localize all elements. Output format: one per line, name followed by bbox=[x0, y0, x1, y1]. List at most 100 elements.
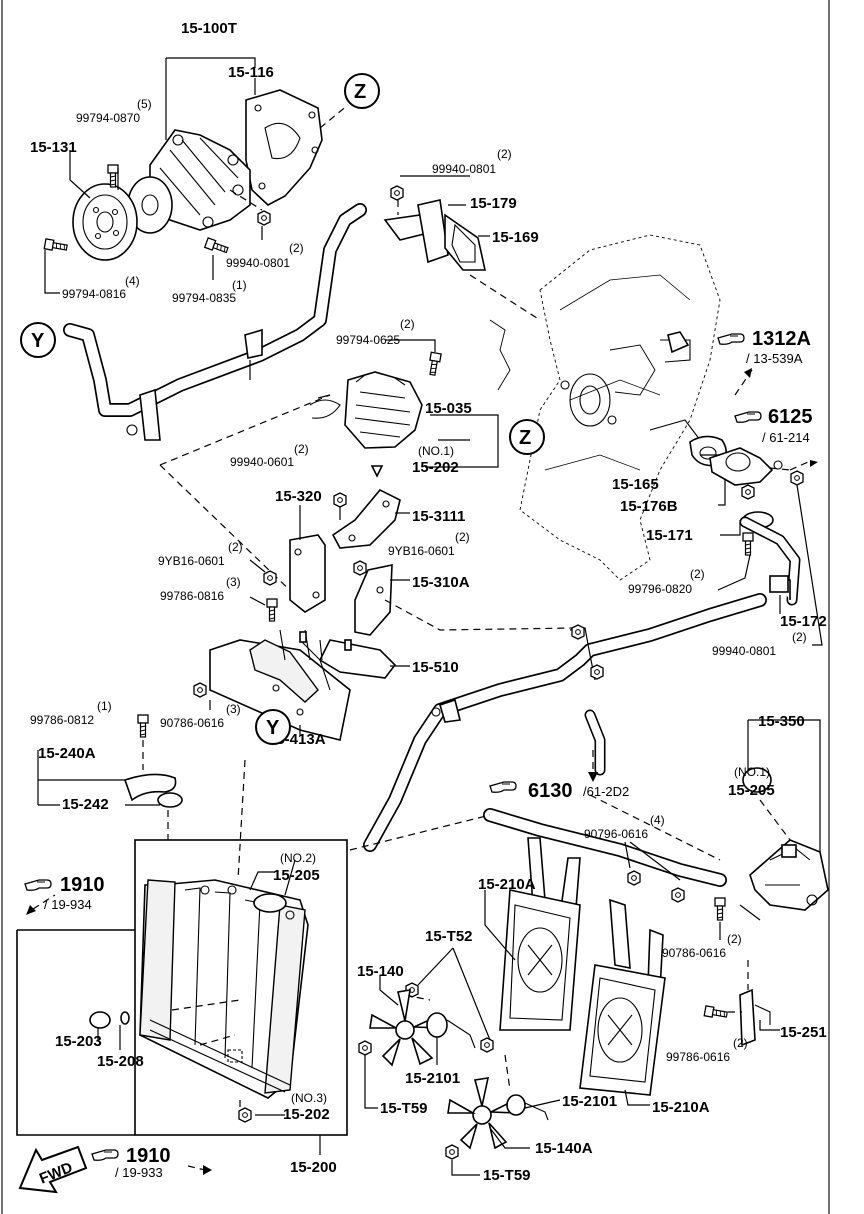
water-outlet-group bbox=[383, 175, 541, 321]
fan-shroud-bolts bbox=[624, 841, 685, 903]
label-99940-0801-a: 99940-0801 bbox=[432, 162, 496, 176]
qty-15-205-no1: (NO.1) bbox=[734, 765, 770, 779]
label-15-169: 15-169 bbox=[492, 229, 539, 246]
ref-1910-upper: 1910 / 19-934 bbox=[24, 874, 105, 915]
drain-hose-group bbox=[37, 714, 183, 840]
callout-y-radiator: Y bbox=[255, 709, 291, 745]
label-15-T59-lower: 15-T59 bbox=[483, 1167, 531, 1184]
label-15-2101-lower: 15-2101 bbox=[562, 1093, 617, 1110]
label-15-140: 15-140 bbox=[357, 963, 404, 980]
shroud-15-210A-lower bbox=[579, 964, 666, 1096]
coolant-reservoir-group bbox=[714, 719, 829, 940]
label-15-205-no2: 15-205 bbox=[273, 867, 320, 884]
label-15-350: 15-350 bbox=[758, 713, 805, 730]
water-inlet-group bbox=[689, 435, 823, 646]
qty-99940-0801-c: (2) bbox=[792, 630, 807, 644]
drain-plug-15-203 bbox=[89, 1011, 111, 1029]
bypass-pipe-upper bbox=[63, 203, 367, 441]
label-15-251: 15-251 bbox=[780, 1024, 827, 1041]
label-15-171: 15-171 bbox=[646, 527, 693, 544]
fan-assembly-upper bbox=[358, 947, 494, 1109]
label-15-140A: 15-140A bbox=[535, 1140, 593, 1157]
fan-assembly-lower bbox=[445, 1054, 561, 1176]
label-15-210A-lower: 15-210A bbox=[652, 1099, 710, 1116]
label-99794-0816: 99794-0816 bbox=[62, 287, 126, 301]
svg-text:/ 19-933: / 19-933 bbox=[115, 1165, 163, 1180]
water-pump-gasket bbox=[245, 89, 323, 206]
qty-99786-0616: (2) bbox=[733, 1036, 748, 1050]
radiator-box bbox=[134, 839, 348, 1136]
qty-99794-0816: (4) bbox=[125, 274, 140, 288]
label-99786-0812: 99786-0812 bbox=[30, 713, 94, 727]
svg-text:/ 19-934: / 19-934 bbox=[44, 897, 92, 912]
label-90796-0616: 90796-0616 bbox=[584, 827, 648, 841]
label-99794-0835: 99794-0835 bbox=[172, 291, 236, 305]
label-15-3111: 15-3111 bbox=[412, 508, 465, 525]
qty-99794-0835: (1) bbox=[232, 278, 247, 292]
radiator-group bbox=[89, 859, 309, 1123]
label-15-202-no3: 15-202 bbox=[283, 1106, 330, 1123]
label-9YB16-0601-b: 9YB16-0601 bbox=[388, 544, 455, 558]
leader-15-100T bbox=[166, 57, 256, 68]
o-ring-15-208 bbox=[120, 1011, 130, 1025]
water-inlet-15-176B bbox=[709, 447, 774, 486]
ref-1312A: 1312A / 13-539A bbox=[667, 328, 811, 396]
label-15-242: 15-242 bbox=[62, 796, 109, 813]
svg-text:Z: Z bbox=[354, 81, 366, 103]
svg-text:/ 13-539A: / 13-539A bbox=[746, 351, 803, 366]
label-99794-0625: 99794-0625 bbox=[336, 333, 400, 347]
water-pump-group bbox=[43, 57, 349, 294]
label-15-240A: 15-240A bbox=[38, 745, 96, 762]
fwd-arrow: FWD bbox=[18, 1145, 88, 1194]
radiator-cap-15-205 bbox=[253, 893, 287, 913]
label-15-100T: 15-100T bbox=[181, 20, 237, 37]
qty-99940-0601: (2) bbox=[294, 442, 309, 456]
bracket-15-251 bbox=[739, 988, 756, 1047]
label-9YB16-0601-a: 9YB16-0601 bbox=[158, 554, 225, 568]
svg-text:1312A: 1312A bbox=[752, 328, 811, 350]
label-90786-0616-b: 90786-0616 bbox=[662, 946, 726, 960]
qty-90786-0616-b: (2) bbox=[727, 932, 742, 946]
engine-block-outline bbox=[489, 234, 721, 581]
svg-text:/61-2D2: /61-2D2 bbox=[583, 784, 629, 799]
label-15-179: 15-179 bbox=[470, 195, 517, 212]
bracket-15-510 bbox=[318, 639, 397, 679]
svg-text:Y: Y bbox=[266, 717, 280, 739]
qty-9YB16-0601-a: (2) bbox=[228, 540, 243, 554]
bracket-15-413A bbox=[209, 639, 351, 741]
label-15-310A: 15-310A bbox=[412, 574, 470, 591]
callout-z-middle: Z bbox=[509, 419, 545, 455]
qty-9YB16-0601-b: (2) bbox=[455, 530, 470, 544]
label-99786-0816-a: 99786-0816 bbox=[160, 589, 224, 603]
label-99940-0801-b: 99940-0801 bbox=[226, 256, 290, 270]
label-15-510: 15-510 bbox=[412, 659, 459, 676]
reservoir-cap-15-205 bbox=[742, 767, 772, 793]
fan-shroud-right bbox=[579, 898, 666, 1106]
label-99794-0870: 99794-0870 bbox=[76, 111, 140, 125]
label-15-035: 15-035 bbox=[425, 400, 472, 417]
ref-6130: 6130 /61-2D2 bbox=[349, 709, 727, 887]
label-15-165: 15-165 bbox=[612, 476, 659, 493]
label-99940-0601: 99940-0601 bbox=[230, 455, 294, 469]
qty-15-202-no3: (NO.3) bbox=[291, 1091, 327, 1105]
label-15-T52: 15-T52 bbox=[425, 928, 473, 945]
label-99796-0820: 99796-0820 bbox=[628, 582, 692, 596]
bracket-15-320 bbox=[289, 534, 326, 613]
fan-motor-15-2101-upper bbox=[426, 1012, 476, 1065]
qty-90786-0616-a: (3) bbox=[226, 702, 241, 716]
label-90786-0616-a: 90786-0616 bbox=[160, 716, 224, 730]
hose-15-240A bbox=[123, 773, 177, 802]
qty-15-205-no2: (NO.2) bbox=[280, 851, 316, 865]
svg-text:Z: Z bbox=[519, 427, 531, 449]
label-15-202-no1: 15-202 bbox=[412, 459, 459, 476]
coolant-pipe-lower bbox=[363, 593, 767, 852]
thermostat-housing-group bbox=[309, 339, 499, 478]
water-outlet-flange bbox=[417, 199, 449, 264]
bracket-15-310A bbox=[354, 564, 393, 636]
label-15-205-no1: 15-205 bbox=[728, 782, 775, 799]
qty-90796-0616: (4) bbox=[650, 813, 665, 827]
qty-99786-0812: (1) bbox=[97, 699, 112, 713]
svg-text:/ 61-214: / 61-214 bbox=[762, 430, 810, 445]
thermostat-housing bbox=[344, 371, 423, 449]
